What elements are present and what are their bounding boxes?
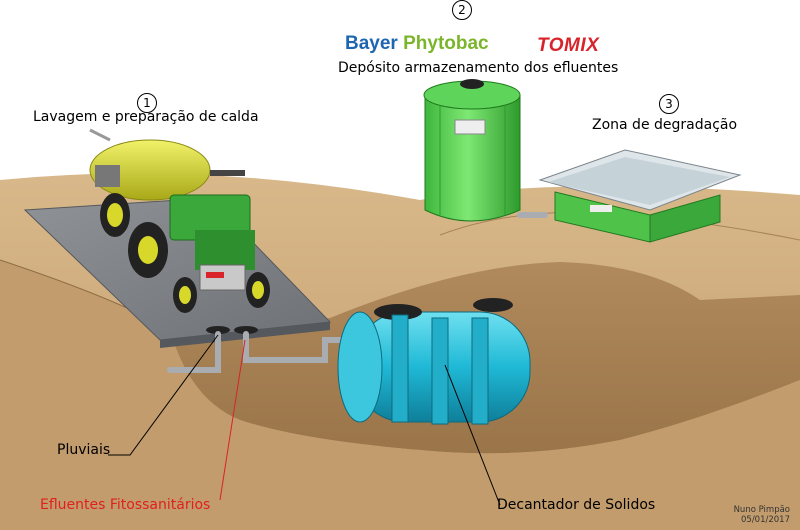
tomix-logo: TOMIX — [537, 35, 600, 56]
storage-tank — [423, 79, 521, 222]
bayer-phytobac-logo: Bayer Phytobac — [345, 33, 489, 55]
pipes — [167, 212, 548, 373]
degradation-tray — [538, 149, 742, 243]
decanter-tank — [337, 298, 531, 425]
author-credit: Nuno Pimpão 05/01/2017 — [710, 505, 790, 525]
author-name: Nuno Pimpão — [733, 505, 790, 515]
decantador-label: Decantador de Solidos — [497, 497, 656, 513]
stage-2-title: Depósito armazenamento dos efluentes — [338, 60, 619, 76]
stage-1-number: 1 — [137, 93, 157, 113]
stage-3-number: 3 — [659, 94, 679, 114]
tractor-sprayer — [89, 128, 270, 313]
stage-1-title: Lavagem e preparação de calda — [33, 109, 259, 125]
efluentes-label: Efluentes Fitossanitários — [40, 497, 211, 513]
bayer-text: Bayer — [345, 33, 398, 54]
drain-grates — [206, 326, 258, 334]
leader-lines — [108, 334, 501, 506]
stage-3-title: Zona de degradação — [592, 117, 738, 133]
pluviais-label: Pluviais — [57, 442, 111, 458]
phytobac-text: Phytobac — [403, 33, 489, 54]
stage-2-number: 2 — [452, 0, 472, 20]
credit-date: 05/01/2017 — [741, 515, 790, 525]
